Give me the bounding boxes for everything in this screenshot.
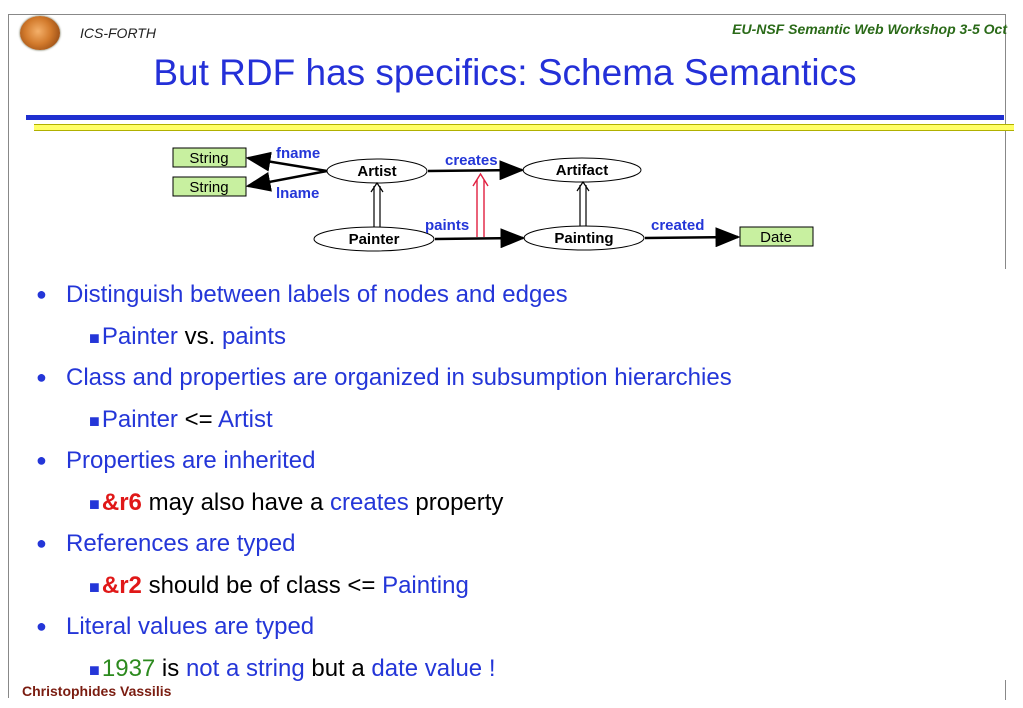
string-box-2-label: String: [189, 179, 228, 196]
sub-bullet-segment: &r2: [101, 571, 142, 599]
artist-node-label: Artist: [357, 163, 396, 180]
created-label: created: [651, 217, 704, 234]
square-bullet-icon: ■: [89, 659, 100, 680]
author-label: Christophides Vassilis: [22, 683, 172, 699]
sub-bullet-item: ■&r2 should be of class <= Painting: [36, 567, 996, 609]
sub-bullet-segment: property: [408, 488, 504, 516]
bullet-dot-icon: ●: [36, 616, 47, 636]
square-bullet-icon: ■: [89, 493, 100, 514]
painter-subclass-arrowhead: [370, 181, 384, 193]
workshop-label: EU-NSF Semantic Web Workshop 3-5 Oct: [732, 21, 1007, 37]
sub-bullet-segment: not a string: [185, 654, 305, 682]
bullet-item: ● References are typed: [36, 525, 996, 567]
paints-label: paints: [425, 217, 469, 234]
slide-title: But RDF has specifics: Schema Semantics: [153, 52, 857, 93]
bullet-dot-icon: ●: [36, 533, 47, 553]
bullet-dot-icon: ●: [36, 367, 47, 387]
bullet-item: ● Class and properties are organized in s…: [36, 359, 996, 401]
bullet-text: Class and properties are organized in su…: [66, 364, 732, 391]
bullet-text: References are typed: [66, 530, 296, 557]
subproperty-arrowhead: [472, 172, 489, 187]
frame-left-line: [8, 14, 9, 698]
lname-edge: [245, 169, 328, 192]
bullet-text: Distinguish between labels of nodes and …: [66, 281, 568, 308]
bullet-dot-icon: ●: [36, 284, 47, 304]
artifact-node-label: Artifact: [556, 162, 609, 179]
sub-bullet-segment: creates: [330, 488, 409, 516]
sub-bullet-segment: 1937: [101, 654, 156, 682]
creates-edge: [427, 160, 525, 181]
bullet-text: Properties are inherited: [66, 447, 316, 474]
bullet-item: ● Properties are inherited: [36, 442, 996, 484]
created-edge: [644, 227, 741, 248]
sub-bullet-segment: date value !: [371, 654, 496, 682]
string-box-1-label: String: [189, 150, 228, 167]
sub-bullet-item: ■Painter vs. paints: [36, 318, 996, 360]
sub-bullet-segment: <=: [177, 405, 218, 433]
bullet-item: ● Literal values are typed: [36, 608, 996, 650]
date-box-label: Date: [760, 229, 792, 246]
square-bullet-icon: ■: [89, 410, 100, 431]
lname-label: lname: [276, 185, 319, 202]
sub-bullet-segment: is: [155, 654, 186, 682]
rdf-schema-diagram: String String Date Artist Artifact Paint…: [172, 145, 814, 252]
sub-bullet-item: ■1937 is not a string but a date value !: [36, 650, 996, 692]
sub-bullet-segment: Painter: [101, 322, 178, 350]
sub-bullet-segment: &r6: [101, 488, 142, 516]
sub-bullet-item: ■&r6 may also have a creates property: [36, 484, 996, 526]
bullet-item: ● Distinguish between labels of nodes and…: [36, 276, 996, 318]
fname-label: fname: [276, 145, 320, 162]
painting-subclass-arrowhead: [576, 180, 590, 192]
sub-bullet-segment: vs.: [177, 322, 222, 350]
frame-right-line: [1005, 14, 1006, 269]
creates-label: creates: [445, 152, 498, 169]
organization-label: ICS-FORTH: [80, 25, 156, 41]
title-rule-blue: [26, 115, 1004, 120]
sub-bullet-segment: Painting: [382, 571, 469, 599]
sub-bullet-segment: Artist: [217, 405, 273, 433]
square-bullet-icon: ■: [89, 327, 100, 348]
bullet-dot-icon: ●: [36, 450, 47, 470]
sub-bullet-segment: but a: [304, 654, 372, 682]
fname-edge: [245, 151, 328, 173]
sub-bullet-segment: paints: [221, 322, 286, 350]
bullet-list: ● Distinguish between labels of nodes and…: [36, 276, 996, 691]
frame-right-line-lower: [1005, 680, 1006, 700]
square-bullet-icon: ■: [89, 576, 100, 597]
sub-bullet-item: ■Painter <= Artist: [36, 401, 996, 443]
sub-bullet-segment: should be of class <=: [141, 571, 383, 599]
title-rule-yellow: [34, 124, 1014, 131]
painting-node-label: Painting: [554, 230, 613, 247]
paints-edge: [434, 228, 526, 249]
bullet-text: Literal values are typed: [66, 613, 315, 640]
sub-bullet-segment: may also have a: [141, 488, 331, 516]
painter-node-label: Painter: [349, 231, 400, 248]
frame-top-line: [8, 14, 1006, 15]
sub-bullet-segment: Painter: [101, 405, 178, 433]
forth-logo: [20, 16, 60, 50]
